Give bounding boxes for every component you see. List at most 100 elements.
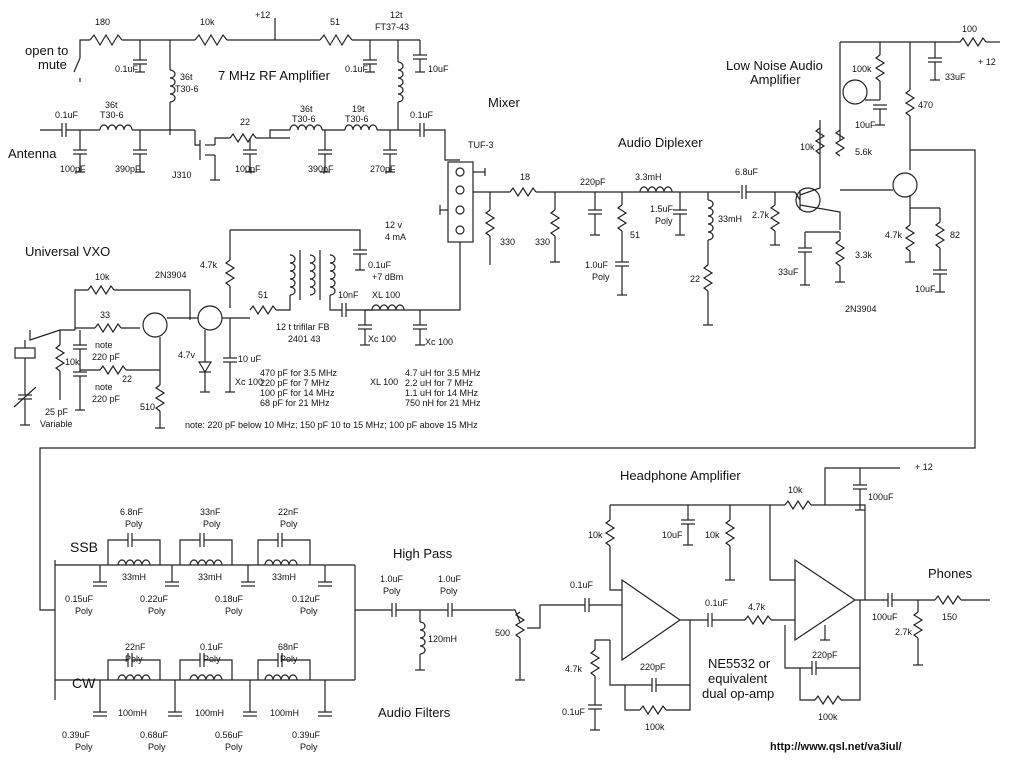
section-mixer: Mixer — [488, 95, 520, 110]
label: Xc 100 — [368, 334, 396, 344]
resistor-100k-a — [639, 704, 667, 716]
label: + 12 — [915, 462, 933, 472]
wire — [179, 539, 200, 565]
label: 12t — [390, 10, 403, 20]
transistor-q3 — [892, 172, 918, 198]
label: 0.39uF — [62, 730, 91, 740]
wire — [107, 539, 128, 565]
resistor-100k — [874, 54, 886, 82]
wire — [841, 668, 861, 701]
label: Poly — [75, 606, 93, 616]
section-audio-filters: Audio Filters — [378, 705, 451, 720]
ssb-inductor-1 — [117, 559, 151, 566]
section-rf-amp: 7 MHz RF Amplifier — [218, 68, 331, 83]
label: 100k — [852, 64, 872, 74]
wire — [527, 604, 585, 629]
mixer-pin — [455, 205, 465, 215]
label: 220pF — [812, 650, 838, 660]
inductor-120mh — [419, 621, 426, 655]
wire — [114, 289, 191, 320]
label: 100k — [818, 712, 838, 722]
label: 36t — [105, 100, 118, 110]
resistor-470 — [904, 89, 916, 117]
label: Poly — [203, 654, 221, 664]
label: Xc 100 — [425, 337, 453, 347]
inductor-36t — [169, 69, 176, 103]
cw-inductor-3 — [264, 674, 298, 681]
wire — [794, 191, 801, 201]
wire — [365, 242, 461, 311]
label: J310 — [172, 170, 192, 180]
label: 51 — [330, 17, 340, 27]
label: 33mH — [718, 214, 742, 224]
wire — [624, 685, 640, 711]
wire — [609, 546, 622, 591]
inductor-33mh — [707, 199, 714, 241]
label: 19t — [352, 104, 365, 114]
label: XL 100 — [370, 377, 398, 387]
wire — [811, 504, 866, 600]
label: 0.56uF — [215, 730, 244, 740]
wire — [824, 467, 900, 505]
potentiometer-500 — [514, 611, 526, 639]
section-high-pass: High Pass — [393, 546, 453, 561]
label: 33mH — [272, 572, 296, 582]
resistor-10k-top — [194, 33, 228, 47]
label: 10uF — [662, 530, 683, 540]
resistor-3-3k — [834, 239, 846, 267]
opamp-note-2: equivalent — [708, 671, 768, 686]
label: Poly — [225, 742, 243, 752]
label: 5.6k — [855, 147, 873, 157]
label: 220 pF — [92, 352, 121, 362]
wire — [424, 129, 460, 161]
lna-section — [39, 36, 1000, 611]
mixer-pin — [455, 167, 465, 177]
wire — [282, 539, 311, 565]
label: 0.1uF — [200, 642, 224, 652]
label: 330 — [535, 237, 550, 247]
label: 500 — [495, 628, 510, 638]
label: 0.1uF — [55, 110, 79, 120]
label: 10uF — [915, 284, 936, 294]
resistor-100k-b — [814, 694, 842, 706]
label: 51 — [630, 230, 640, 240]
resistor-2-7k-out — [912, 611, 924, 639]
resistor-10k-hp-b — [724, 519, 736, 547]
resistor-180 — [89, 33, 123, 47]
label: 33nF — [200, 507, 221, 517]
label: 6.8uF — [735, 167, 759, 177]
label: FT37-43 — [375, 22, 409, 32]
label: 4.7k — [748, 602, 766, 612]
label: 0.1uF — [410, 110, 434, 120]
label: 0.1uF — [570, 580, 594, 590]
label: Poly — [383, 586, 401, 596]
mixer-pin — [455, 185, 465, 195]
label: 100 pF for 14 MHz — [260, 388, 335, 398]
label: 510 — [140, 402, 155, 412]
mixer-section — [365, 161, 740, 311]
wire — [230, 229, 361, 250]
label: 36t — [300, 104, 313, 114]
label: 22 — [240, 117, 250, 127]
label: note: 220 pF below 10 MHz; 150 pF 10 to … — [185, 420, 478, 430]
zener-diode — [197, 361, 213, 374]
label: 100mH — [118, 708, 147, 718]
wire — [594, 639, 610, 650]
rf-amplifier-section — [40, 18, 460, 181]
wire — [799, 204, 841, 230]
label: 1.1 uH for 14 MHz — [405, 388, 479, 398]
label: 220 pF for 7 MHz — [260, 378, 330, 388]
label: 10uF — [428, 64, 449, 74]
wire — [609, 640, 652, 686]
section-cw: CW — [72, 675, 96, 691]
variable-arrow — [13, 386, 37, 408]
wire — [257, 659, 278, 680]
label: 2.7k — [895, 627, 913, 637]
label: 100mH — [195, 708, 224, 718]
resistor-10k-hp — [604, 519, 616, 547]
resistor-33 — [94, 322, 122, 334]
label: 12 t trifilar FB — [276, 322, 330, 332]
label: 470 — [918, 100, 933, 110]
label: 0.1uF — [345, 64, 369, 74]
